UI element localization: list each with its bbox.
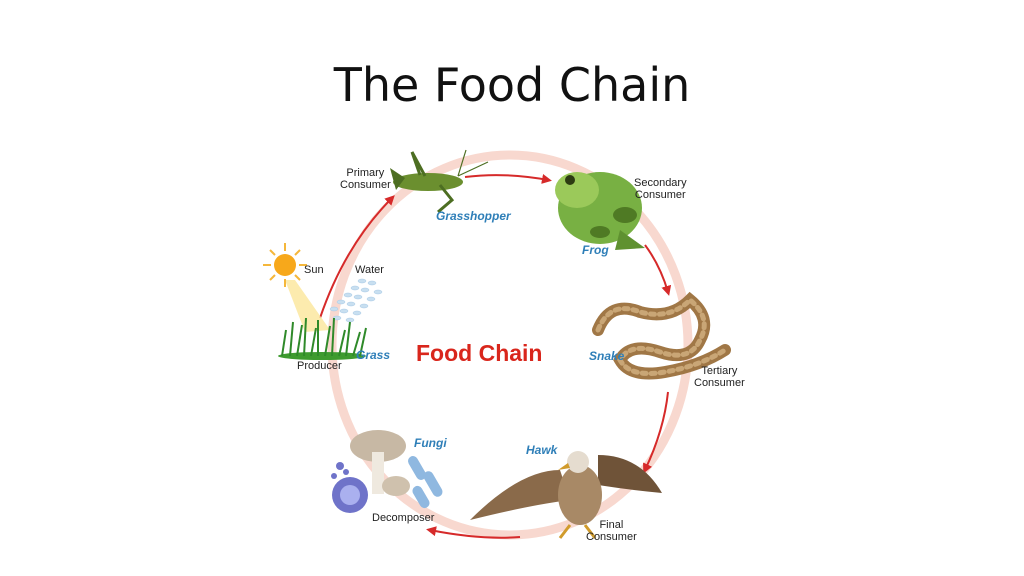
snake-label: Snake [589, 349, 625, 363]
primary-consumer-line2: Consumer [340, 179, 391, 191]
frog-icon [555, 172, 645, 250]
tertiary-consumer-line2: Consumer [694, 377, 745, 389]
secondary-consumer-line2: Consumer [634, 189, 686, 201]
final-consumer-line2: Consumer [586, 531, 637, 543]
grasshopper-icon [390, 149, 489, 214]
primary-consumer-label: Primary Consumer [340, 167, 391, 191]
primary-consumer-line1: Primary [346, 167, 385, 179]
slide-title: The Food Chain [333, 58, 691, 112]
sun-icon [263, 243, 330, 332]
decomposer-label: Decomposer [372, 512, 435, 524]
producer-label: Producer [297, 360, 342, 372]
sun-label: Sun [304, 264, 324, 276]
snake-icon [592, 291, 731, 380]
fungi-label: Fungi [414, 436, 447, 450]
arrow-hawk-to-fungi [426, 526, 521, 539]
hawk-label: Hawk [526, 443, 558, 457]
tertiary-consumer-line1: Tertiary [701, 365, 738, 377]
water-label: Water [355, 264, 384, 276]
tertiary-consumer-label: Tertiary Consumer [694, 365, 745, 389]
grass-label: Grass [356, 348, 391, 362]
center-label: Food Chain [416, 340, 543, 366]
arrow-snake-to-hawk [643, 391, 669, 474]
fungi-icon [331, 430, 443, 513]
final-consumer-line1: Final [599, 519, 624, 531]
secondary-consumer-label: Secondary Consumer [634, 177, 687, 201]
arrow-grass-to-grasshopper [319, 195, 395, 319]
arrow-frog-to-snake [644, 244, 672, 296]
secondary-consumer-line1: Secondary [634, 177, 687, 189]
hawk-icon [470, 451, 662, 539]
grasshopper-label: Grasshopper [436, 209, 511, 223]
water-icon [329, 278, 383, 323]
final-consumer-label: Final Consumer [586, 519, 637, 543]
arrow-grasshopper-to-frog [464, 173, 552, 184]
frog-label: Frog [582, 243, 609, 257]
grass-icon [278, 317, 367, 360]
